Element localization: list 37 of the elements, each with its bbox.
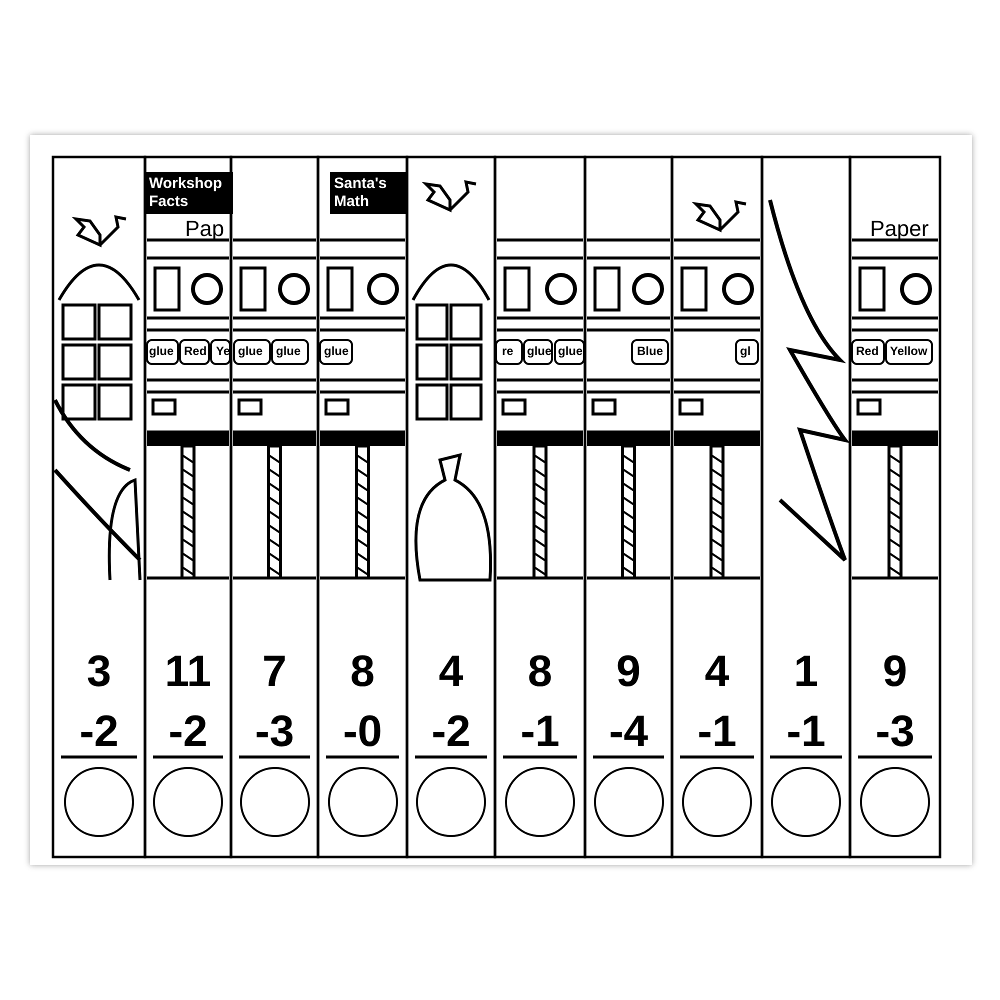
jar-label-text: glue: [324, 345, 349, 357]
jar-label-text: glue: [238, 345, 263, 357]
subtrahend-number: -4: [608, 710, 650, 754]
subtrahend-number: -3: [254, 710, 296, 754]
subtrahend-number: -2: [78, 710, 120, 754]
jar-label-text: Blue: [637, 345, 664, 357]
jar-label-text: Yellow: [890, 345, 928, 357]
minuend-number: 4: [438, 650, 464, 694]
subtrahend-number: -0: [342, 710, 384, 754]
jar-label-text: gl: [740, 345, 751, 357]
jar-label-text: glue: [558, 345, 583, 357]
jar-label-text: Red: [856, 345, 879, 357]
minuend-number: 11: [164, 650, 212, 694]
minuend-number: 3: [86, 650, 112, 694]
minuend-number: 9: [882, 650, 908, 694]
jar-label-text: glue: [527, 345, 552, 357]
jar-label-text: re: [502, 345, 514, 357]
minuend-number: 7: [261, 650, 288, 694]
minuend-number: 1: [792, 650, 820, 694]
minuend-number: 8: [526, 650, 554, 694]
subtrahend-number: -1: [785, 710, 827, 754]
jar-label-text: Red: [184, 345, 207, 357]
shelf-sign-text: Paper: [870, 218, 929, 240]
minuend-number: 9: [615, 650, 642, 694]
subtrahend-number: -1: [519, 710, 561, 754]
jar-label-text: glue: [276, 345, 301, 357]
title-banner: Santa's Math: [330, 172, 408, 214]
subtrahend-number: -2: [167, 710, 209, 754]
shelf-sign-text: Pap: [185, 218, 224, 240]
title-banner: Workshop Facts: [145, 172, 233, 214]
subtrahend-number: -2: [430, 710, 472, 754]
subtrahend-number: -3: [874, 710, 916, 754]
subtrahend-number: -1: [696, 710, 738, 754]
jar-label-text: glue: [149, 345, 174, 357]
minuend-number: 4: [704, 650, 730, 694]
jar-label-text: Ye: [216, 345, 230, 357]
minuend-number: 8: [349, 650, 376, 694]
